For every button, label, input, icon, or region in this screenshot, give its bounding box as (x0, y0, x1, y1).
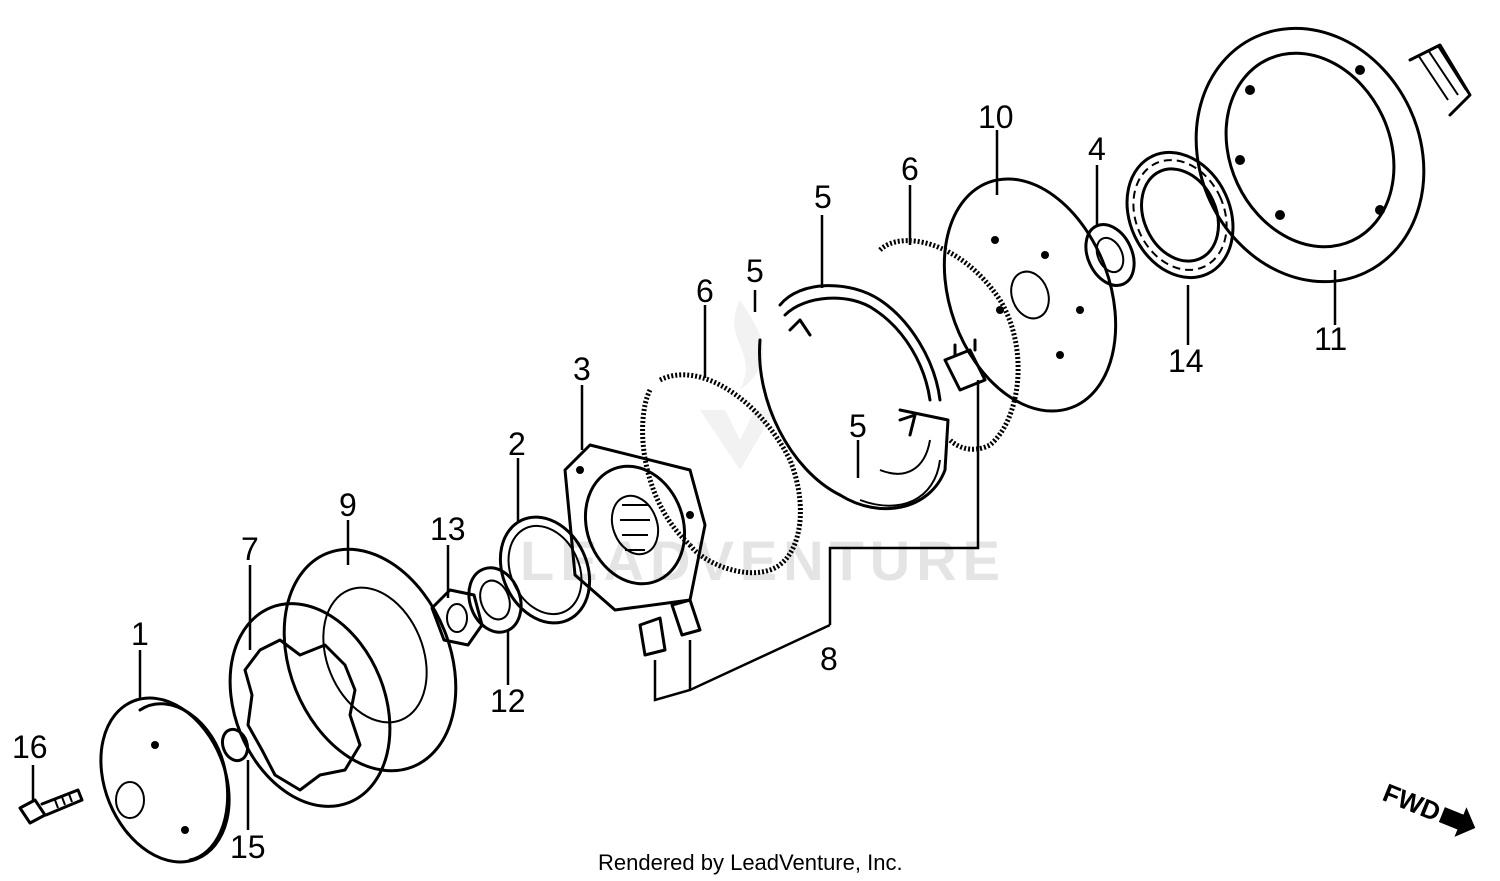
inner-collar (1084, 223, 1136, 287)
clutch-cover-cap (99, 696, 231, 864)
one-way-clutch-bearing (1125, 150, 1235, 280)
callout-4: 4 (1088, 131, 1106, 167)
callout-2: 2 (508, 426, 526, 462)
flange-bolt (18, 788, 84, 825)
callout-3: 3 (573, 351, 591, 387)
drive-plate (942, 177, 1118, 413)
leader-lines (31, 130, 1337, 830)
callout-7: 7 (241, 531, 259, 567)
callout-10: 10 (978, 99, 1014, 135)
shoe-pivot-set (638, 338, 987, 657)
callout-9: 9 (339, 487, 357, 523)
watermark-text: LEADVENTURE (520, 529, 1006, 592)
callout-12: 12 (490, 683, 526, 719)
circlip (220, 727, 250, 763)
watermark-logo (700, 300, 775, 470)
callout-14: 14 (1168, 343, 1204, 379)
callout-5-top: 5 (814, 179, 832, 215)
callout-6-left: 6 (696, 273, 714, 309)
callout-16: 16 (12, 729, 48, 765)
fwd-label: FWD (1379, 777, 1445, 827)
friction-disc (282, 547, 458, 773)
callout-8: 8 (820, 641, 838, 677)
clutch-outer-drum (1194, 26, 1472, 284)
clutch-plate (228, 602, 392, 808)
clutch-spring-right (878, 238, 1021, 452)
callout-numbers: 1 2 3 4 5 5 5 6 6 7 8 9 10 11 12 13 14 1… (12, 99, 1347, 865)
callout-5-low: 5 (849, 408, 867, 444)
lock-nut (430, 588, 484, 647)
callout-13: 13 (430, 511, 466, 547)
callout-11: 11 (1314, 321, 1347, 357)
forward-direction-indicator: FWD (1379, 777, 1476, 837)
lock-washer (467, 566, 523, 634)
callout-5-mid: 5 (746, 253, 764, 289)
callout-15: 15 (230, 829, 266, 865)
render-credit: Rendered by LeadVenture, Inc. (598, 850, 903, 875)
arrow-right-icon (1438, 807, 1476, 837)
clutch-shoes (758, 284, 950, 511)
callout-6-right: 6 (901, 151, 919, 187)
callout-1: 1 (131, 616, 149, 652)
clutch-spring-left (658, 372, 803, 576)
